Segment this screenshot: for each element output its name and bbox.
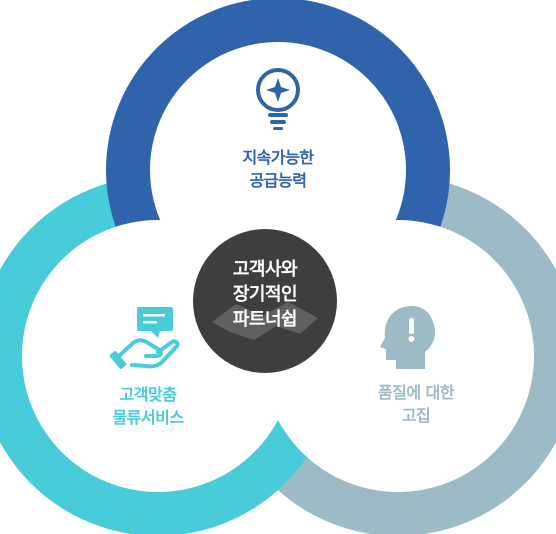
center-label-line1: 고객사와 (232, 259, 298, 280)
center-label-line2: 장기적인 (232, 284, 298, 305)
label-right: 품질에 대한 고집 (346, 381, 486, 427)
label-left-line2: 물류서비스 (112, 408, 184, 427)
label-left: 고객맞춤 물류서비스 (78, 383, 218, 429)
head-exclamation-icon (380, 306, 435, 369)
hand-message-icon (109, 307, 180, 370)
label-top: 지속가능한 공급능력 (208, 146, 348, 192)
center-circle (193, 229, 337, 373)
center-label: 고객사와 장기적인 파트너쉽 (196, 257, 334, 332)
center-label-line3: 파트너쉽 (232, 309, 298, 330)
label-left-line1: 고객맞춤 (119, 385, 177, 404)
label-right-line2: 고집 (401, 406, 431, 425)
lightbulb-icon (256, 68, 300, 130)
label-top-line1: 지속가능한 (242, 148, 314, 167)
label-right-line1: 품질에 대한 (377, 383, 455, 402)
label-top-line2: 공급능력 (249, 171, 307, 190)
